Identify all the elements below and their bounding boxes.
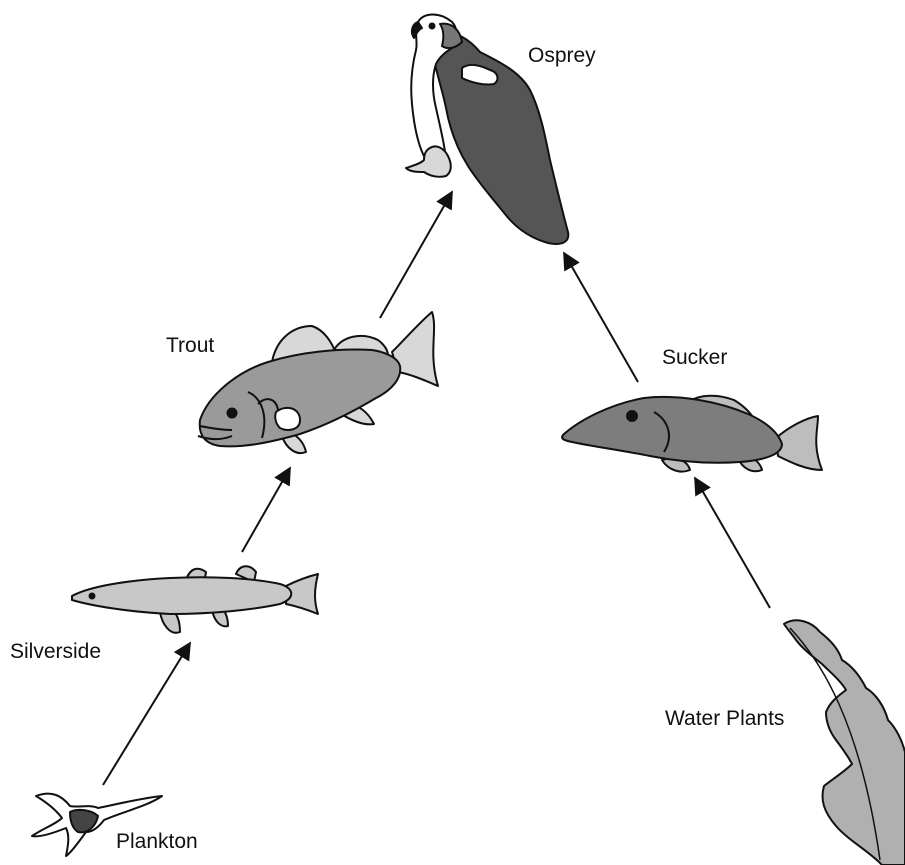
label-osprey: Osprey bbox=[528, 44, 596, 68]
label-sucker: Sucker bbox=[662, 346, 727, 370]
arrow-silverside-to-trout bbox=[242, 468, 290, 552]
arrow-sucker-to-osprey bbox=[564, 253, 638, 382]
arrow-trout-to-osprey bbox=[380, 192, 452, 318]
osprey-talons bbox=[406, 146, 451, 176]
label-trout: Trout bbox=[166, 334, 214, 358]
sucker-body bbox=[562, 397, 782, 463]
label-water-plants: Water Plants bbox=[665, 707, 784, 731]
label-plankton: Plankton bbox=[116, 830, 198, 854]
sucker-illustration bbox=[562, 396, 822, 472]
trout-body bbox=[200, 350, 401, 447]
label-silverside: Silverside bbox=[10, 640, 101, 664]
trout-illustration bbox=[198, 312, 438, 453]
arrow-water-plants-to-sucker bbox=[695, 478, 770, 608]
water-plants-illustration bbox=[784, 620, 905, 865]
silverside-illustration bbox=[72, 566, 318, 633]
silverside-body bbox=[72, 577, 291, 614]
arrow-plankton-to-silverside bbox=[103, 643, 190, 785]
